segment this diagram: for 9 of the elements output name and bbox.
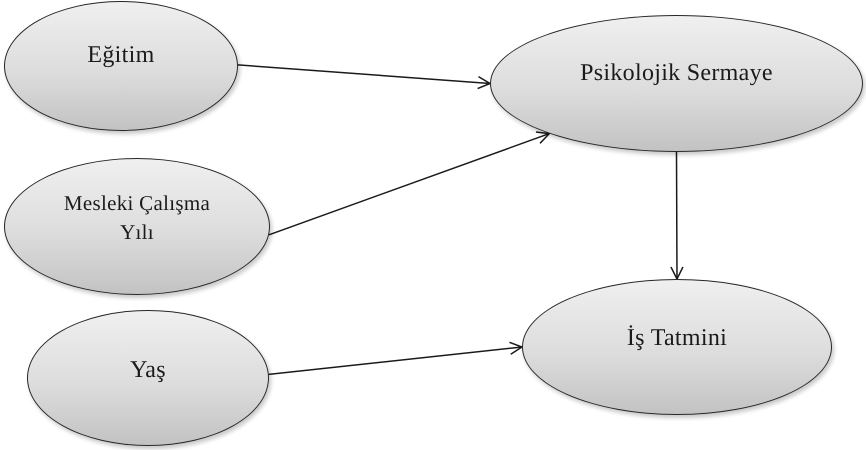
arrow xyxy=(268,131,550,236)
node-label: Psikolojik Sermaye xyxy=(580,59,773,88)
node-label: İş Tatmini xyxy=(626,324,728,352)
arrow xyxy=(268,342,523,376)
node-label: Eğitim xyxy=(87,40,155,70)
node-label: Yaş xyxy=(130,356,166,384)
arrow xyxy=(238,64,491,90)
arrow xyxy=(670,152,684,280)
node-label: Mesleki Çalışma Yılı xyxy=(62,190,212,246)
